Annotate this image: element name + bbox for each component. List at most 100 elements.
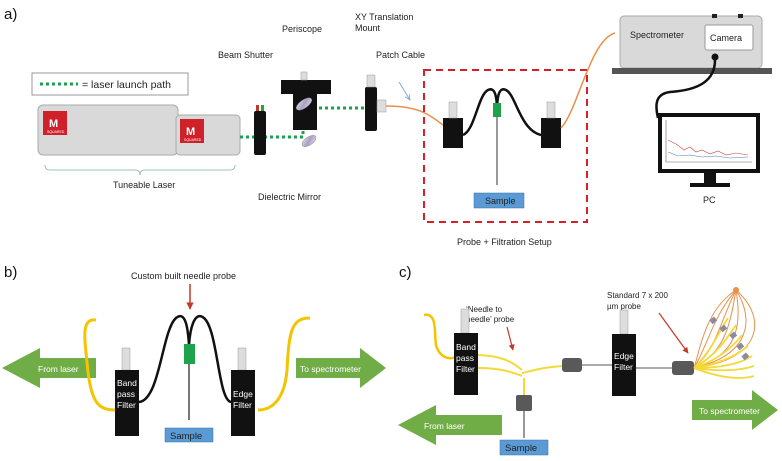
camera-label: Camera bbox=[710, 33, 742, 43]
output-fiber-b bbox=[257, 316, 311, 412]
sample-label-b: Sample bbox=[170, 431, 202, 442]
bandpass-filter-c bbox=[454, 333, 478, 395]
bandpass-label-c-3: Filter bbox=[456, 364, 475, 374]
periscope-knob bbox=[300, 71, 308, 81]
camera-mount-left bbox=[712, 14, 717, 18]
panel-b: b) Custom built needle probe From laser … bbox=[2, 264, 386, 443]
periscope-top bbox=[281, 80, 331, 94]
legend-box bbox=[31, 72, 189, 96]
setup-bandpass-post bbox=[448, 101, 458, 119]
needle-probe-label-1: ‘Needle to bbox=[466, 305, 503, 314]
pc-screen-spectrum bbox=[667, 139, 749, 156]
legend-label: = laser launch path bbox=[82, 79, 171, 91]
xy-translation-mount bbox=[365, 87, 377, 131]
edge-label-b-1: Edge bbox=[233, 389, 253, 399]
beam-shutter-label: Beam Shutter bbox=[218, 50, 273, 60]
patch-cable-label: Patch Cable bbox=[376, 50, 425, 60]
laser-logo-large: M SQUARED bbox=[43, 111, 67, 135]
bandpass-label-b-2: pass bbox=[117, 389, 135, 399]
laser-brace bbox=[44, 164, 236, 176]
patch-cable-pointer bbox=[398, 81, 410, 100]
bandpass-post-c bbox=[460, 308, 470, 334]
sample-b bbox=[164, 427, 214, 443]
spectrometer-label: Spectrometer bbox=[630, 30, 684, 40]
bundle-clip-5 bbox=[741, 352, 750, 361]
connector-c-2 bbox=[672, 361, 694, 375]
bandpass-filter-b bbox=[115, 370, 139, 436]
connector-c-1 bbox=[562, 358, 582, 372]
dielectric-mirror-label: Dielectric Mirror bbox=[258, 192, 321, 202]
bandpass-post-b bbox=[121, 347, 131, 371]
bundle-clip-1 bbox=[709, 316, 718, 325]
bundle-tip bbox=[733, 287, 739, 293]
edge-post-b bbox=[237, 347, 247, 371]
edge-label-b-2: Filter bbox=[233, 400, 252, 410]
camera-mount-right bbox=[738, 14, 743, 18]
logo-text: SQUARED bbox=[184, 138, 202, 142]
to-spectrometer-label-b: To spectrometer bbox=[300, 364, 361, 374]
panel-a-letter: a) bbox=[4, 6, 17, 23]
probe-filtration-box bbox=[423, 69, 588, 223]
laser-label: Tuneable Laser bbox=[113, 180, 175, 190]
bundle-clip-2 bbox=[719, 324, 728, 333]
panel-b-letter: b) bbox=[4, 264, 17, 281]
bundle-fiber-6 bbox=[693, 289, 747, 369]
laser-logo-small: M SQUARED bbox=[180, 119, 204, 143]
patch-cable-fiber bbox=[385, 105, 448, 129]
setup-edge-filter bbox=[541, 118, 561, 148]
standard-probe-label-1: Standard 7 x 200 bbox=[607, 291, 668, 300]
to-spectrometer-arrow-c: To spectrometer bbox=[692, 390, 778, 430]
setup-needle-hub bbox=[493, 103, 501, 117]
pc-screen-spectrum-2 bbox=[667, 151, 749, 159]
bundle-fiber-1 bbox=[693, 289, 737, 369]
bundle-yellow-1 bbox=[693, 317, 729, 369]
edge-label-c-1: Edge bbox=[614, 351, 634, 361]
to-spectrometer-label-c: To spectrometer bbox=[699, 406, 760, 416]
shutter-indicator-green bbox=[261, 105, 264, 111]
dielectric-mirror bbox=[301, 135, 317, 147]
xy-mount-label-line1: XY Translation bbox=[355, 12, 413, 22]
camera-usb-port bbox=[711, 53, 719, 61]
pc-screen-axes bbox=[665, 120, 752, 163]
bundle-yellow-2 bbox=[693, 324, 737, 369]
sample-label-c: Sample bbox=[505, 443, 537, 454]
input-fiber-c bbox=[423, 313, 462, 360]
bandpass-label-b-3: Filter bbox=[117, 400, 136, 410]
bundle-clip-3 bbox=[729, 331, 738, 340]
camera-box bbox=[704, 24, 754, 51]
standard-probe-pointer bbox=[658, 312, 689, 354]
periscope-label: Periscope bbox=[282, 24, 322, 34]
needle-fiber-3 bbox=[521, 365, 563, 374]
needle-hub-b bbox=[184, 344, 195, 364]
beam-shutter bbox=[254, 111, 266, 155]
xy-mount-label-line2: Mount bbox=[355, 23, 381, 33]
panel-c-letter: c) bbox=[399, 264, 412, 281]
periscope-mirror bbox=[296, 97, 312, 111]
setup-sample-label: Sample bbox=[485, 196, 516, 206]
setup-bandpass-filter bbox=[443, 118, 463, 148]
pc-stand bbox=[704, 173, 716, 183]
standard-probe-label-2: µm probe bbox=[607, 302, 642, 311]
bundle-yellow-4 bbox=[693, 345, 749, 369]
camera-cable bbox=[655, 59, 717, 119]
bundle-yellow-7 bbox=[693, 367, 755, 379]
standard-probe-bundle bbox=[693, 287, 756, 379]
edge-label-c-2: Filter bbox=[614, 362, 633, 372]
setup-sample bbox=[473, 192, 525, 209]
shutter-indicator-red bbox=[256, 105, 259, 111]
laser-launch-path bbox=[240, 106, 372, 139]
from-laser-arrow-b: From laser bbox=[2, 348, 96, 388]
input-fiber-b bbox=[83, 318, 117, 412]
bundle-fiber-2 bbox=[693, 289, 737, 369]
needle-fiber-1 bbox=[477, 354, 523, 371]
edge-filter-b bbox=[231, 370, 255, 436]
setup-probe-fiber bbox=[462, 88, 542, 137]
setup-caption: Probe + Filtration Setup bbox=[457, 237, 552, 247]
from-laser-label-b: From laser bbox=[38, 364, 79, 374]
from-laser-arrow-c: From laser bbox=[398, 405, 502, 445]
probe-label: Custom built needle probe bbox=[131, 271, 236, 281]
sample-c bbox=[499, 439, 549, 456]
logo-letter: M bbox=[49, 118, 58, 130]
needle-probe-pointer bbox=[506, 326, 515, 351]
